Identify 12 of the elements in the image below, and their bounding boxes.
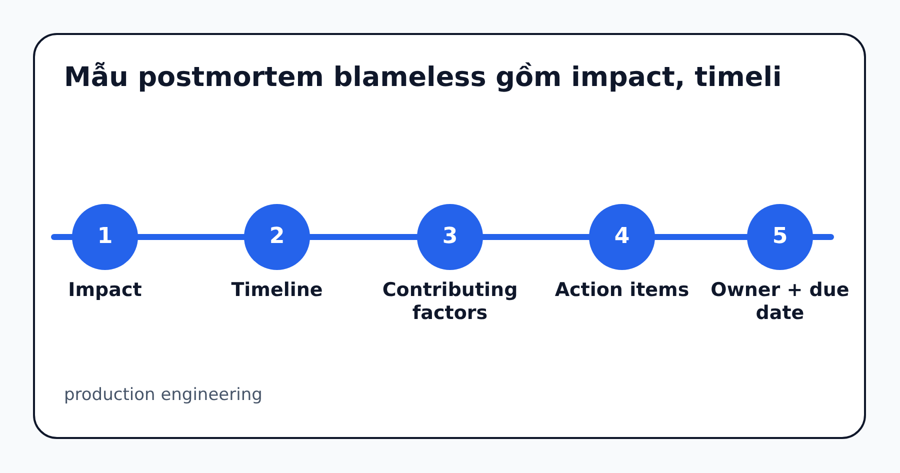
step-label: Action items (554, 279, 690, 302)
step-number: 4 (614, 226, 630, 248)
title: Mẫu postmortem blameless gồm impact, timeli (64, 61, 783, 95)
step-number: 2 (269, 226, 285, 248)
step-label: Contributing factors (381, 279, 519, 325)
step-number: 1 (97, 226, 113, 248)
step-label: Impact (67, 279, 143, 302)
step-label: Owner + due date (710, 279, 850, 325)
footer-caption: production engineering (64, 385, 262, 406)
step-number: 3 (442, 226, 458, 248)
step-number: 5 (772, 226, 788, 248)
step-label: Timeline (230, 279, 324, 302)
